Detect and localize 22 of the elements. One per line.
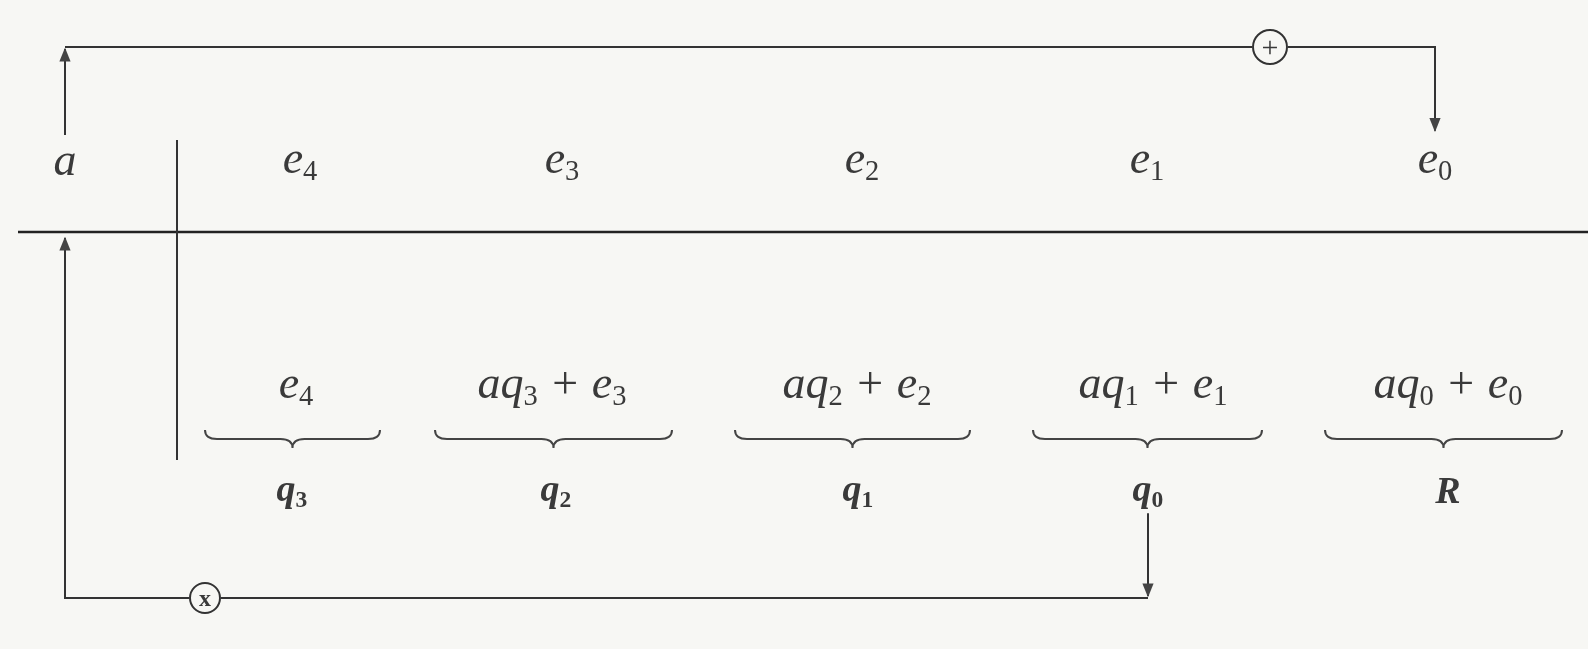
arrow bbox=[1142, 512, 1154, 598]
arrow bbox=[59, 236, 190, 599]
partial-sum-label: aq$_{1}$ + e$_{1}$ bbox=[1078, 359, 1228, 411]
coefficient-label: e$_{2}$ bbox=[844, 134, 880, 186]
quotient-label: q$_{1}$ bbox=[842, 468, 874, 512]
partial-sum-label: aq$_{3}$ + e$_{3}$ bbox=[477, 359, 627, 411]
variable-label: a bbox=[53, 137, 77, 183]
quotient-label: q$_{0}$ bbox=[1132, 468, 1164, 512]
coefficient-label: e$_{0}$ bbox=[1417, 134, 1453, 186]
plus-operator: + bbox=[1252, 29, 1288, 65]
partial-sum-label: aq$_{0}$ + e$_{0}$ bbox=[1373, 359, 1523, 411]
partial-sum-label: e$_{4}$ bbox=[278, 359, 314, 411]
times-operator: x bbox=[189, 582, 221, 614]
coefficient-label: e$_{1}$ bbox=[1129, 134, 1165, 186]
coefficient-label: e$_{4}$ bbox=[282, 134, 318, 186]
partial-sum-label: aq$_{2}$ + e$_{2}$ bbox=[782, 359, 932, 411]
remainder-label: R bbox=[1435, 471, 1461, 509]
coefficient-label: e$_{3}$ bbox=[544, 134, 580, 186]
arrow bbox=[1287, 46, 1441, 133]
arrow bbox=[59, 47, 71, 136]
quotient-label: q$_{2}$ bbox=[540, 468, 572, 512]
quotient-label: q$_{3}$ bbox=[276, 468, 308, 512]
